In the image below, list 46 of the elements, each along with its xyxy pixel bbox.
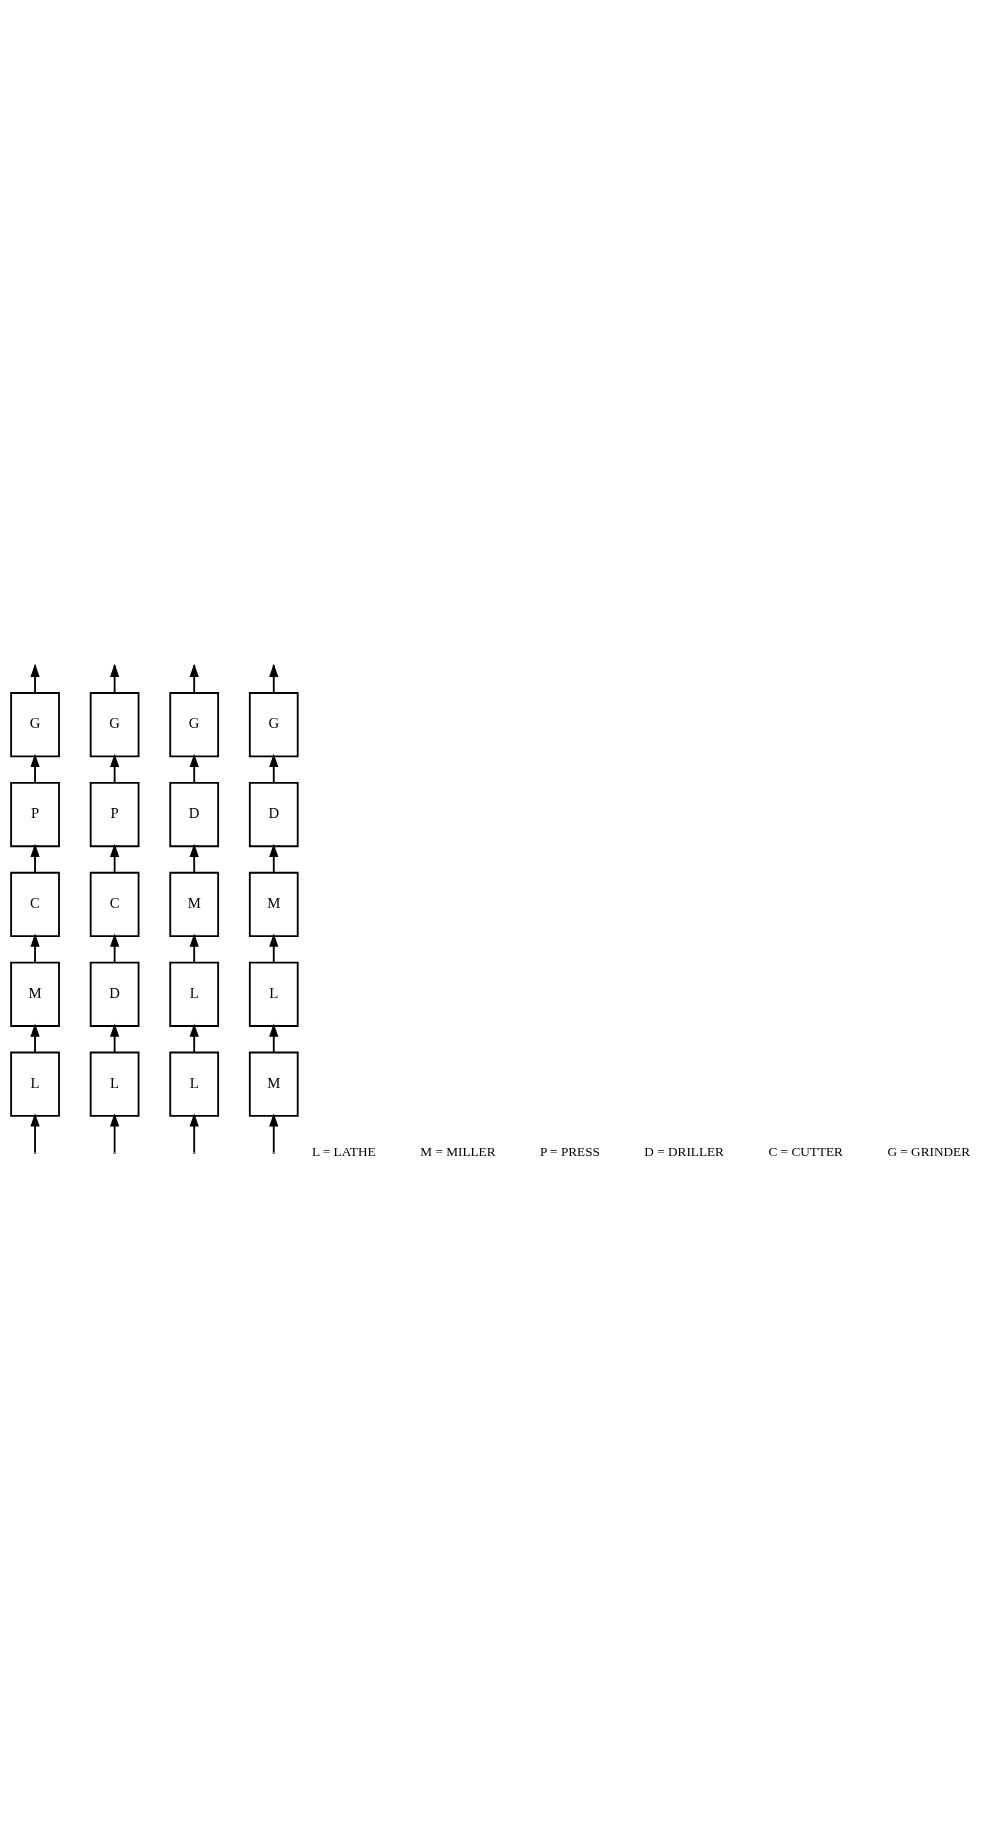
- node-box: C: [10, 871, 60, 937]
- node-box: G: [10, 691, 60, 757]
- label: P = PRESS: [539, 1143, 600, 1159]
- arrow: [269, 933, 279, 963]
- node-box: D: [169, 781, 220, 847]
- arrow: [30, 1112, 40, 1153]
- arrow: [189, 753, 199, 784]
- arrow: [189, 843, 199, 873]
- node-box: D: [248, 781, 299, 847]
- node-box: L: [248, 961, 299, 1027]
- node-box: G: [169, 691, 220, 757]
- arrow: [269, 1022, 279, 1053]
- arrow: [30, 933, 40, 963]
- node-box: P: [89, 781, 140, 847]
- arrow: [269, 753, 279, 784]
- node-box: G: [89, 691, 140, 757]
- label: D = DRILLER: [644, 1143, 724, 1159]
- label: C = CUTTER: [768, 1143, 843, 1159]
- node-box: C: [89, 871, 140, 937]
- arrow: [109, 753, 120, 784]
- arrow: [109, 1112, 120, 1153]
- node-box: D: [89, 961, 140, 1027]
- label: M = MILLER: [420, 1143, 496, 1159]
- arrow: [189, 1112, 199, 1153]
- arrow: [109, 933, 120, 963]
- arrow: [30, 843, 40, 873]
- node-box: L: [169, 1051, 220, 1117]
- node-box: M: [10, 961, 60, 1027]
- arrow: [269, 1112, 279, 1153]
- arrow: [109, 1022, 120, 1053]
- node-box: M: [248, 871, 299, 937]
- label: L = LATHE: [311, 1143, 376, 1159]
- node-box: M: [248, 1051, 299, 1117]
- label: G = GRINDER: [887, 1143, 971, 1159]
- arrow: [30, 1022, 40, 1053]
- arrow: [109, 843, 120, 873]
- node-box: L: [169, 961, 220, 1027]
- node-box: L: [89, 1051, 140, 1117]
- node-box: P: [10, 781, 60, 847]
- node-box: L: [10, 1051, 60, 1117]
- node-box: G: [248, 691, 299, 757]
- node-box: M: [169, 871, 220, 937]
- arrow: [269, 843, 279, 873]
- arrow: [30, 753, 40, 784]
- arrow: [189, 933, 199, 963]
- arrow: [189, 1022, 199, 1053]
